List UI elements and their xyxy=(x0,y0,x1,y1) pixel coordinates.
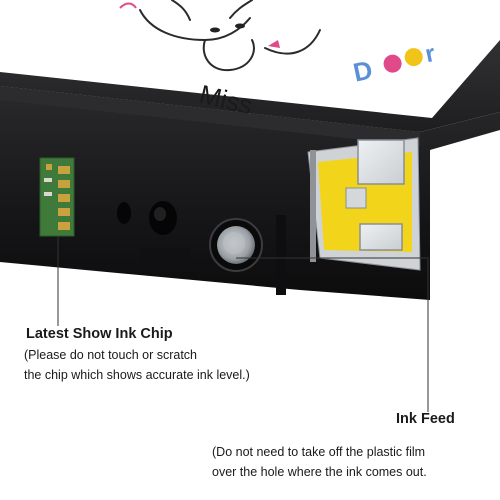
feed-note-line-2: over the hole where the ink comes out. xyxy=(212,465,427,479)
chip-callout-note: (Please do not touch or scratch the chip… xyxy=(24,345,250,385)
chip-note-line-1: (Please do not touch or scratch xyxy=(24,348,198,362)
ink-feed-port xyxy=(209,218,263,272)
ink-chip xyxy=(39,157,75,237)
chip-callout-title: Latest Show Ink Chip xyxy=(26,326,173,342)
feed-callout-title: Ink Feed xyxy=(396,411,455,427)
deer-face-details xyxy=(119,2,280,48)
chip-note-line-2: the chip which shows accurate ink level.… xyxy=(24,368,250,382)
feed-note-line-1: (Do not need to take off the plastic fil… xyxy=(212,445,426,459)
feed-callout-note: (Do not need to take off the plastic fil… xyxy=(212,442,427,482)
sealing-tape xyxy=(307,137,421,271)
callout-leader-lines xyxy=(57,236,429,412)
